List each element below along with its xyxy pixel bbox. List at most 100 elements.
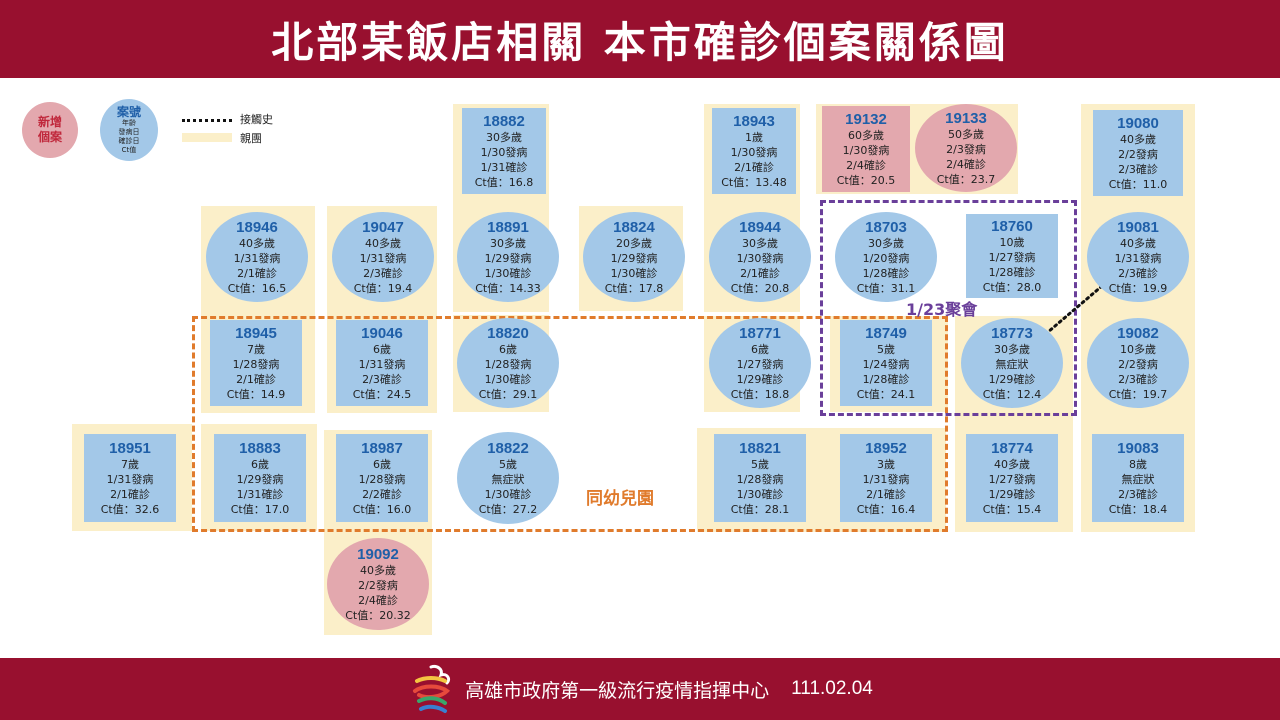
legend-new-case: 新增 個案: [22, 102, 78, 158]
case-age: 6歲: [373, 457, 391, 471]
case-ct: Ct值：20.32: [345, 608, 411, 622]
case-confirmed: 1/30確診: [736, 487, 784, 501]
case-onset: 1/31發病: [358, 357, 406, 371]
case-id: 18987: [361, 439, 403, 457]
case-age: 50多歲: [948, 127, 984, 141]
case-onset: 1/28發病: [358, 472, 406, 486]
case-id: 18774: [991, 439, 1033, 457]
case-age: 40多歲: [360, 563, 396, 577]
contact-line: [1046, 284, 1104, 334]
case-ct: Ct值：28.1: [730, 502, 790, 516]
case-confirmed: 2/4確診: [846, 158, 886, 172]
case-node: 18820 6歲 1/28發病 1/30確診 Ct值：29.1: [457, 318, 559, 408]
case-age: 30多歲: [742, 236, 778, 250]
case-node: 18773 30多歲 無症狀 1/29確診 Ct值：12.4: [961, 318, 1063, 408]
case-ct: Ct值：24.1: [856, 387, 916, 401]
case-onset: 1/30發病: [842, 143, 890, 157]
case-id: 18822: [487, 439, 529, 457]
kindergarten-group-label: 同幼兒園: [586, 489, 654, 509]
case-ct: Ct值：18.8: [730, 387, 790, 401]
case-ct: Ct值：27.2: [478, 502, 538, 516]
case-confirmed: 1/30確診: [610, 266, 658, 280]
case-node: 19047 40多歲 1/31發病 2/3確診 Ct值：19.4: [332, 212, 434, 302]
case-onset: 1/31發病: [233, 251, 281, 265]
case-ct: Ct值：13.48: [721, 175, 787, 189]
legend-contact-line: [182, 119, 232, 122]
case-age: 5歲: [499, 457, 517, 471]
legend-family-label: 親團: [240, 132, 262, 145]
case-onset: 1/30發病: [480, 145, 528, 159]
case-id: 19132: [845, 110, 887, 128]
case-onset: 1/31發病: [862, 472, 910, 486]
case-id: 18943: [733, 112, 775, 130]
case-age: 30多歲: [486, 130, 522, 144]
footer-date: 111.02.04: [791, 678, 873, 699]
case-node: 18883 6歲 1/29發病 1/31確診 Ct值：17.0: [214, 434, 306, 522]
case-confirmed: 2/3確診: [363, 266, 403, 280]
new-case-node: 19092 40多歲 2/2發病 2/4確診 Ct值：20.32: [327, 538, 429, 630]
legend-family-swatch: [182, 133, 232, 142]
gathering-group-outline: [820, 200, 1077, 416]
case-ct: Ct值：17.8: [604, 281, 664, 295]
case-onset: 無症狀: [491, 472, 525, 486]
case-id: 19046: [361, 324, 403, 342]
case-onset: 1/27發病: [988, 472, 1036, 486]
page-title: 北部某飯店相關 本市確診個案關係圖: [271, 17, 1009, 67]
gathering-group-label: 1/23聚會: [906, 300, 978, 319]
case-ct: Ct值：16.0: [352, 502, 412, 516]
case-age: 6歲: [251, 457, 269, 471]
case-age: 60多歲: [848, 128, 884, 142]
case-id: 18760: [991, 217, 1033, 235]
case-id: 19133: [945, 109, 987, 127]
case-onset: 無症狀: [1121, 472, 1155, 486]
case-confirmed: 1/30確診: [484, 266, 532, 280]
case-ct: Ct值：28.0: [982, 280, 1042, 294]
case-id: 18703: [865, 218, 907, 236]
legend-contact-label: 接觸史: [240, 113, 273, 126]
case-node: 18760 10歲 1/27發病 1/28確診 Ct值：28.0: [966, 214, 1058, 298]
case-id: 19082: [1117, 324, 1159, 342]
case-id: 18951: [109, 439, 151, 457]
case-ct: Ct值：16.4: [856, 502, 916, 516]
case-onset: 1/24發病: [862, 357, 910, 371]
case-id: 18946: [236, 218, 278, 236]
case-onset: 1/31發病: [359, 251, 407, 265]
case-confirmed: 2/1確診: [236, 372, 276, 386]
case-ct: Ct值：14.33: [475, 281, 541, 295]
case-confirmed: 2/3確診: [1118, 487, 1158, 501]
case-onset: 1/28發病: [232, 357, 280, 371]
case-confirmed: 2/1確診: [740, 266, 780, 280]
new-case-node: 19133 50多歲 2/3發病 2/4確診 Ct值：23.7: [915, 104, 1017, 192]
case-age: 30多歲: [868, 236, 904, 250]
case-onset: 1/27發病: [988, 250, 1036, 264]
case-ct: Ct值：23.7: [936, 172, 996, 186]
case-id: 18820: [487, 324, 529, 342]
case-ct: Ct值：16.8: [474, 175, 534, 189]
case-confirmed: 2/1確診: [237, 266, 277, 280]
case-confirmed: 1/29確診: [988, 372, 1036, 386]
case-age: 7歲: [121, 457, 139, 471]
case-id: 18944: [739, 218, 781, 236]
case-ct: Ct值：29.1: [478, 387, 538, 401]
case-id: 18821: [739, 439, 781, 457]
footer-bar: 高雄市政府第一級流行疫情指揮中心 111.02.04: [0, 658, 1280, 720]
case-ct: Ct值：32.6: [100, 502, 160, 516]
case-id: 18945: [235, 324, 277, 342]
case-id: 18891: [487, 218, 529, 236]
case-ct: Ct值：24.5: [352, 387, 412, 401]
legend-case-field: 年齡: [122, 119, 136, 127]
case-confirmed: 1/28確診: [862, 372, 910, 386]
case-confirmed: 1/31確診: [236, 487, 284, 501]
case-age: 20多歲: [616, 236, 652, 250]
case-node: 18945 7歲 1/28發病 2/1確診 Ct值：14.9: [210, 320, 302, 406]
case-confirmed: 2/3確診: [362, 372, 402, 386]
kindergarten-group-outline: [192, 316, 948, 532]
case-age: 5歲: [751, 457, 769, 471]
case-ct: Ct值：20.8: [730, 281, 790, 295]
legend-case: 案號 年齡 發病日 確診日 Ct值: [100, 99, 158, 161]
case-ct: Ct值：12.4: [982, 387, 1042, 401]
case-ct: Ct值：11.0: [1108, 177, 1168, 191]
case-node: 18771 6歲 1/27發病 1/29確診 Ct值：18.8: [709, 318, 811, 408]
case-ct: Ct值：20.5: [836, 173, 896, 187]
case-onset: 1/29發病: [610, 251, 658, 265]
